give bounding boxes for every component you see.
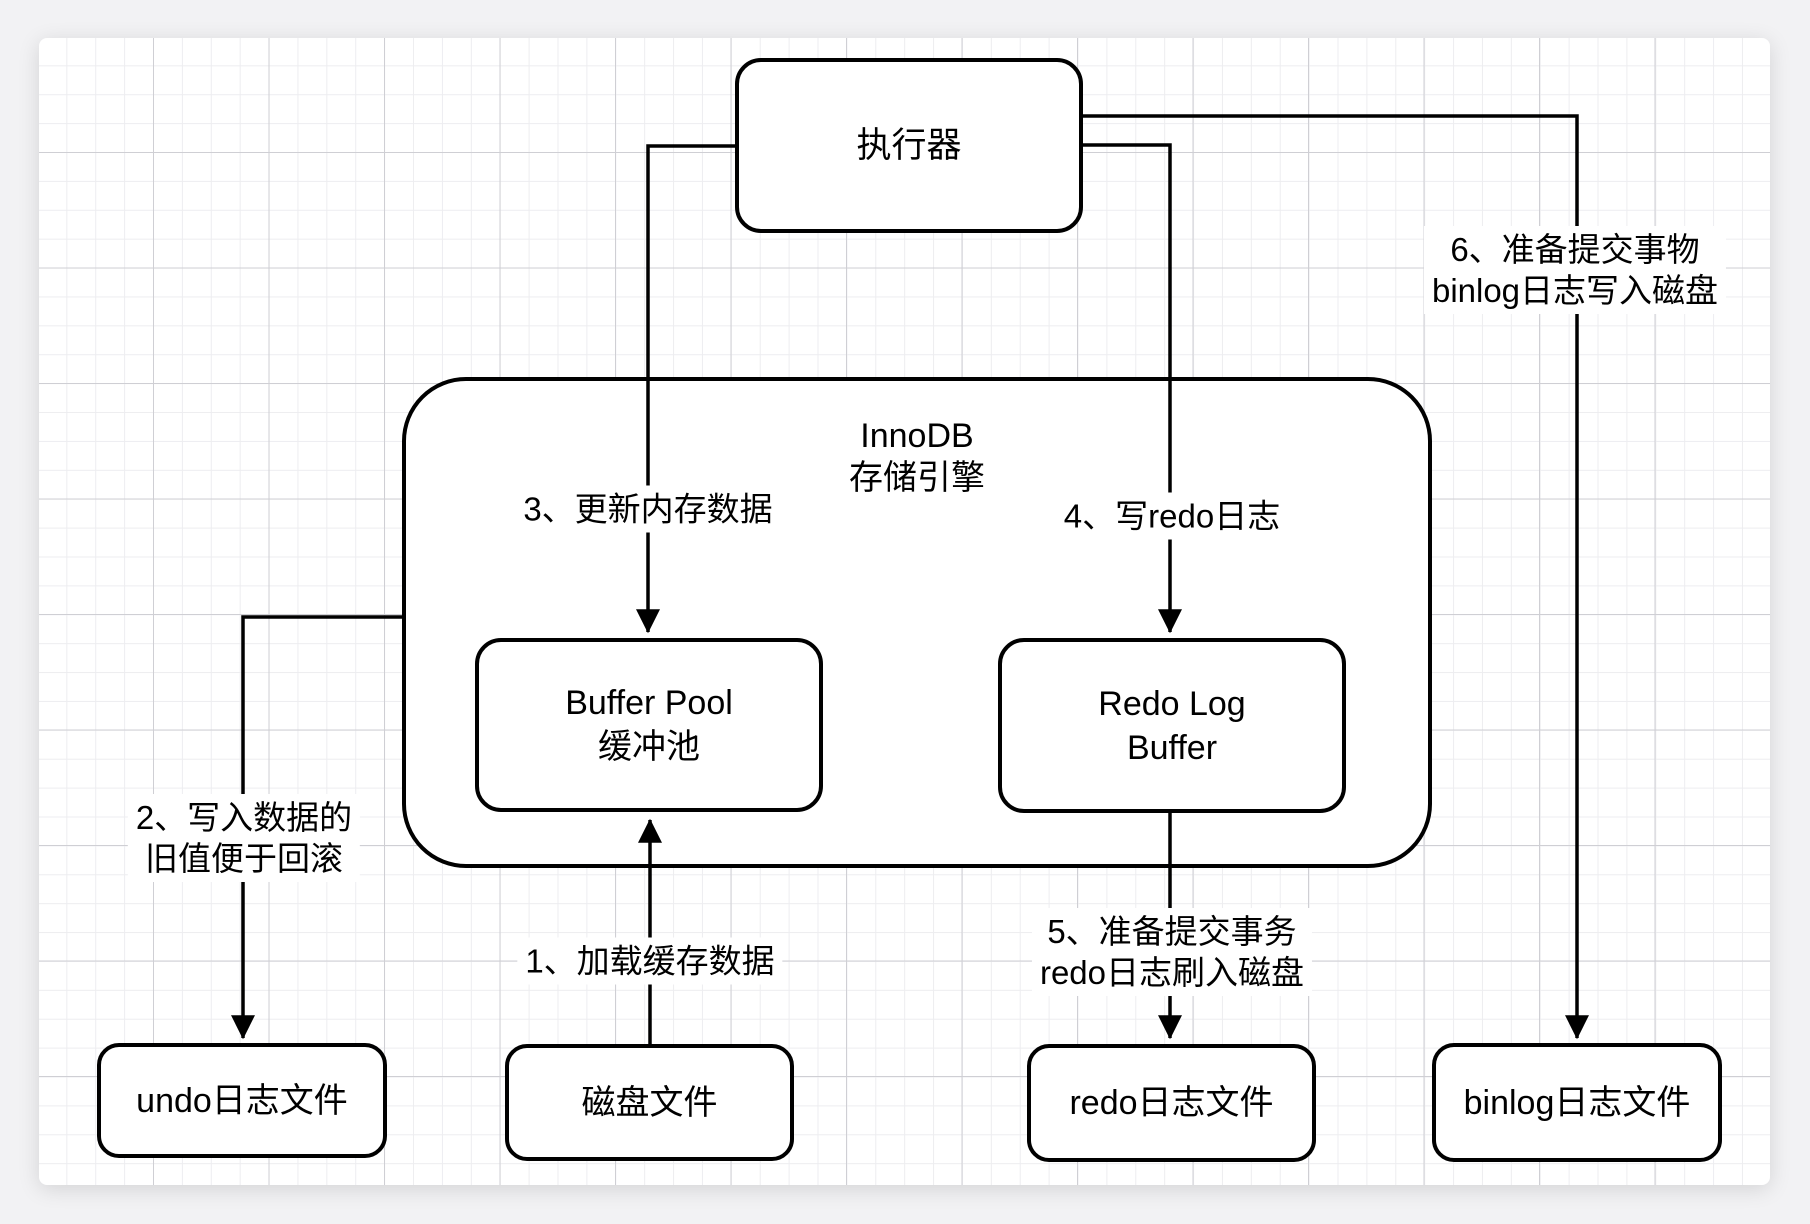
redo-log-buffer-line1: Redo Log	[1098, 684, 1246, 723]
innodb-title: InnoDB 存储引擎	[849, 415, 985, 499]
edge-label-step3-line1: 3、更新内存数据	[523, 490, 773, 528]
buffer-pool-line2: 缓冲池	[598, 728, 700, 766]
edge-label-step2-line1: 2、写入数据的	[135, 799, 353, 836]
disk-file-label: 磁盘文件	[581, 1083, 718, 1122]
node-disk-file: 磁盘文件	[505, 1044, 794, 1161]
buffer-pool-line1: Buffer Pool	[565, 684, 733, 722]
node-buffer-pool: Buffer Pool 缓冲池	[475, 638, 823, 812]
node-executor-label: 执行器	[856, 125, 962, 165]
edge-label-step6-line1: 6、准备提交事物	[1450, 231, 1700, 268]
redo-log-file-label: redo日志文件	[1069, 1084, 1274, 1122]
edge-label-step1-line1: 1、加载缓存数据	[525, 942, 775, 980]
node-binlog-log-file: binlog日志文件	[1432, 1043, 1722, 1162]
edge-label-step6: 6、准备提交事物 binlog日志写入磁盘	[1423, 226, 1727, 314]
node-redo-log-file: redo日志文件	[1027, 1044, 1316, 1162]
edge-label-step6-line2: binlog日志写入磁盘	[1431, 272, 1719, 309]
innodb-title-line2: 存储引擎	[849, 459, 985, 497]
redo-log-buffer-line2: Buffer	[1126, 728, 1218, 767]
edge-label-step2: 2、写入数据的 旧值便于回滚	[127, 794, 361, 882]
undo-log-file-label: undo日志文件	[136, 1081, 348, 1120]
binlog-log-file-label: binlog日志文件	[1463, 1083, 1691, 1122]
node-undo-log-file: undo日志文件	[97, 1043, 387, 1158]
edge-label-step4: 4、写redo日志	[1055, 492, 1289, 540]
edge-label-step5-line2: redo日志刷入磁盘	[1039, 954, 1305, 991]
node-executor: 执行器	[735, 58, 1083, 233]
edge-label-step5-line1: 5、准备提交事务	[1047, 913, 1297, 950]
edge-label-step4-line1: 4、写redo日志	[1063, 497, 1281, 535]
edge-label-step1: 1、加载缓存数据	[517, 937, 783, 985]
edge-label-step5: 5、准备提交事务 redo日志刷入磁盘	[1031, 908, 1313, 996]
edge-label-step3: 3、更新内存数据	[515, 485, 781, 533]
innodb-title-line1: InnoDB	[860, 417, 974, 455]
edge-label-step2-line2: 旧值便于回滚	[144, 840, 343, 877]
node-redo-log-buffer: Redo Log Buffer	[998, 638, 1346, 813]
